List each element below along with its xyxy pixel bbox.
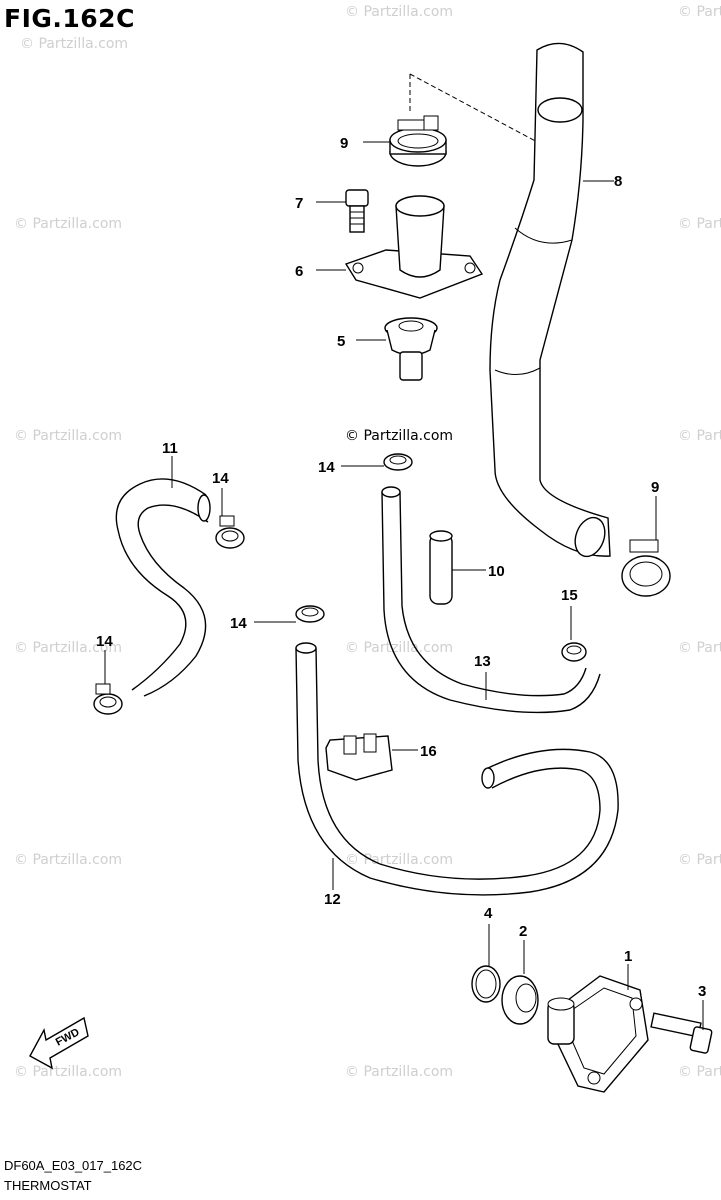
callout-6: 6 [295, 263, 303, 280]
part-4-o-ring [471, 965, 501, 1003]
part-16-hose-holder [325, 733, 393, 781]
callout-14-c: 14 [318, 459, 335, 476]
callout-9-upper: 9 [340, 135, 348, 152]
watermark: © Partzilla.com [14, 1064, 122, 1080]
part-2-seal [501, 975, 539, 1025]
watermark: © Partzilla.com [14, 852, 122, 868]
fwd-arrow-icon: FWD [29, 1016, 89, 1070]
watermark: © Partzilla.com [14, 428, 122, 444]
part-10-tube [429, 530, 453, 605]
watermark: © Partzilla.com [345, 4, 453, 20]
part-6-thermostat-cover [344, 195, 484, 299]
part-9-hose-clamp-upper [389, 115, 447, 167]
callout-12: 12 [324, 891, 341, 908]
callout-3: 3 [698, 983, 706, 1000]
callout-4: 4 [484, 905, 493, 922]
watermark: © Partzilla.com [345, 640, 453, 656]
callout-7: 7 [295, 195, 303, 212]
callout-14-b: 14 [96, 633, 113, 650]
watermark-dark: © Partzilla.com [345, 428, 453, 444]
section-name: THERMOSTAT [4, 1178, 92, 1193]
watermark: © Partzilla.com [345, 1064, 453, 1080]
callout-14-a: 14 [212, 470, 229, 487]
watermark: © Partzilla.com [20, 36, 128, 52]
part-14-clamp-c [383, 453, 413, 471]
callout-9-lower: 9 [651, 479, 659, 496]
callout-10: 10 [488, 563, 505, 580]
part-12-water-hose [295, 642, 619, 896]
watermark: © Partzilla.com [678, 852, 721, 868]
part-14-clamp-a [215, 515, 245, 549]
drawing-code: DF60A_E03_017_162C [4, 1158, 143, 1173]
part-7-bolt [345, 189, 369, 233]
watermark: © Partzilla.com [678, 640, 721, 656]
watermark: © Partzilla.com [678, 4, 721, 20]
callout-15: 15 [561, 587, 578, 604]
callout-11: 11 [162, 440, 178, 457]
callout-5: 5 [337, 333, 345, 350]
figure-title: FIG.162C [4, 4, 135, 33]
watermark: © Partzilla.com [678, 428, 721, 444]
watermark: © Partzilla.com [14, 216, 122, 232]
part-14-clamp-b [93, 683, 123, 715]
callout-14-d: 14 [230, 615, 247, 632]
callout-13: 13 [474, 653, 491, 670]
watermark: © Partzilla.com [14, 640, 122, 656]
watermark: © Partzilla.com [678, 216, 721, 232]
part-8-thermostat-hose [489, 42, 611, 558]
part-9-hose-clamp-lower [621, 539, 671, 597]
part-14-clamp-d [295, 605, 325, 623]
part-13-water-hose [381, 486, 601, 714]
part-5-thermostat [384, 317, 438, 381]
part-3-bolt [650, 1012, 713, 1054]
reference-line [409, 73, 557, 153]
callout-16: 16 [420, 743, 437, 760]
part-15-clamp [561, 642, 587, 662]
watermark-group: © Partzilla.com © Partzilla.com © Partzi… [14, 4, 721, 1080]
watermark: © Partzilla.com [678, 1064, 721, 1080]
part-11-water-hose [115, 478, 211, 697]
callout-8: 8 [614, 173, 622, 190]
watermark: © Partzilla.com [345, 852, 453, 868]
callout-2: 2 [519, 923, 527, 940]
callout-1: 1 [624, 948, 632, 965]
part-1-thermostat-housing [547, 975, 649, 1093]
